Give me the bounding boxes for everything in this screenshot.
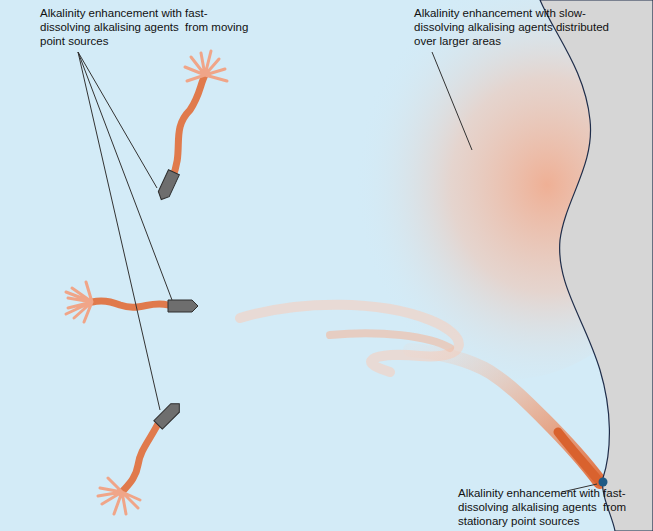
callout-moving-sources: Alkalinity enhancement with fast-dissolv… xyxy=(40,6,250,48)
outfall-point xyxy=(599,478,608,487)
callout-area-sources: Alkalinity enhancement with slow-dissolv… xyxy=(414,6,629,48)
ships xyxy=(154,170,198,429)
coastal-plume xyxy=(240,305,600,482)
ship-plumes xyxy=(66,51,227,514)
leader-lines xyxy=(78,52,597,492)
land xyxy=(540,0,653,531)
callout-stationary-source: Alkalinity enhancement with fast-dissolv… xyxy=(458,486,646,528)
